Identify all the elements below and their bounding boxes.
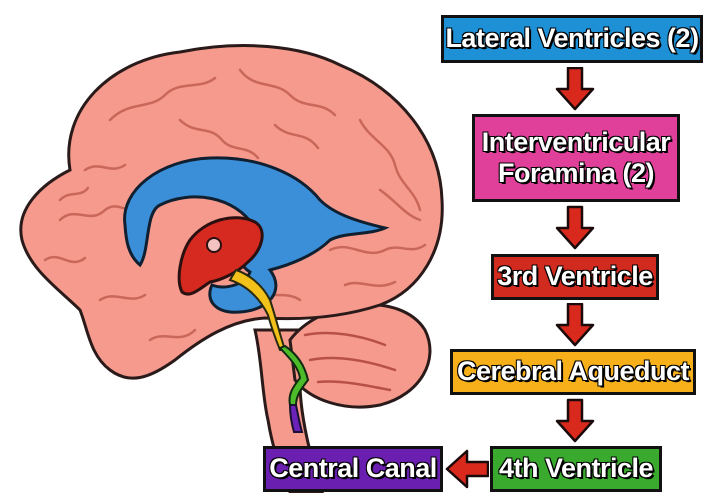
label-lateral-ventricles: Lateral Ventricles (2): [445, 23, 698, 54]
cerebellum: [290, 305, 430, 407]
arrow-down-1: [555, 67, 595, 111]
box-third-ventricle: 3rd Ventricle: [491, 254, 659, 300]
label-fourth-ventricle: 4th Ventricle: [499, 453, 653, 484]
arrow-left: [445, 449, 489, 489]
arrow-down-3: [555, 303, 595, 347]
label-third-ventricle: 3rd Ventricle: [497, 261, 653, 292]
box-fourth-ventricle: 4th Ventricle: [490, 446, 662, 492]
label-interventricular-foramina: Interventricular Foramina (2): [482, 127, 671, 189]
label-cerebral-aqueduct: Cerebral Aqueduct: [457, 356, 689, 387]
box-lateral-ventricles: Lateral Ventricles (2): [441, 15, 703, 63]
interthalamic-adhesion: [207, 238, 221, 252]
label-central-canal: Central Canal: [269, 453, 437, 484]
arrow-down-4: [555, 398, 595, 444]
box-central-canal: Central Canal: [263, 446, 443, 492]
box-interventricular-foramina: Interventricular Foramina (2): [472, 114, 680, 202]
arrow-down-2: [555, 205, 595, 251]
box-cerebral-aqueduct: Cerebral Aqueduct: [450, 349, 696, 395]
brain-illustration: [0, 0, 450, 493]
